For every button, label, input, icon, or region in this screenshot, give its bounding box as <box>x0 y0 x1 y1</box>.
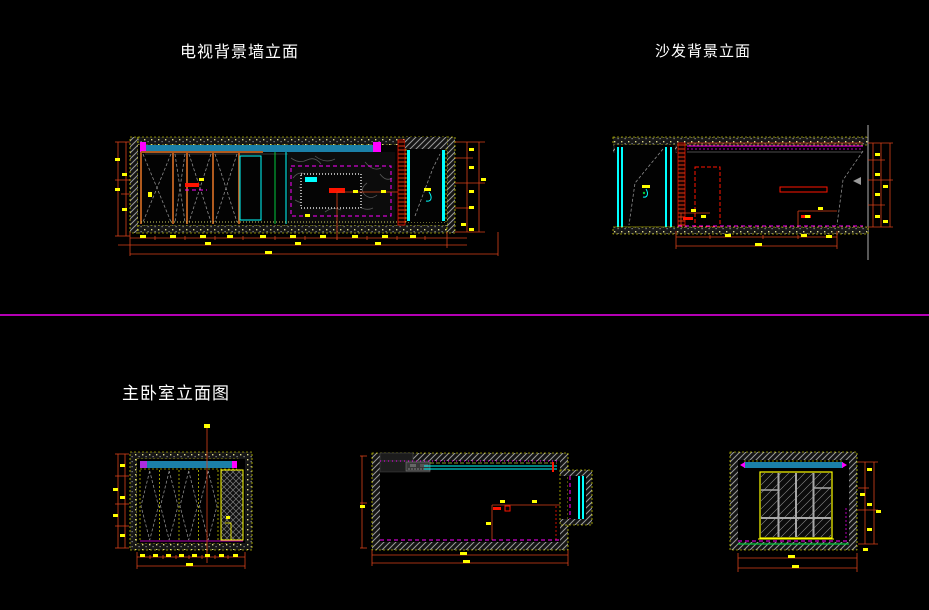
tv-dim-bottom[interactable] <box>118 232 499 256</box>
sofa-dim-bottom[interactable] <box>675 231 838 249</box>
sofa-door[interactable] <box>615 145 675 229</box>
sofa-leader-right[interactable] <box>797 207 837 227</box>
tv-shelf-detail <box>329 188 345 193</box>
sofa-floor-hatch <box>613 227 868 234</box>
bedwall-step-leader[interactable] <box>486 500 560 540</box>
tv-door[interactable] <box>405 137 447 222</box>
sofa-dim-right[interactable] <box>868 142 893 228</box>
sofa-ceiling-hatch <box>613 137 868 145</box>
view-title-sofa-wall[interactable]: 沙发背景立面 <box>655 42 752 60</box>
sofa-wall-elevation-view[interactable] <box>612 125 893 260</box>
sofa-arrow-marker <box>853 177 861 185</box>
wardrobe-dim-bottom[interactable] <box>136 552 246 569</box>
view-title-master-bedroom[interactable]: 主卧室立面图 <box>122 384 230 404</box>
tv-stone-feature-wall[interactable] <box>288 152 405 240</box>
bedwall-window-reveal[interactable] <box>559 469 593 526</box>
bedwall-dim-left[interactable] <box>360 455 367 549</box>
sofa-cabinet-dashed-outline[interactable] <box>694 166 721 228</box>
tv-wardrobe-doors[interactable] <box>140 151 263 224</box>
tv-mirror-panel[interactable] <box>239 155 262 221</box>
wardrobe-mirror-panel[interactable] <box>220 469 244 541</box>
tv-door-handle <box>424 188 431 191</box>
windowwall-hatch-border <box>729 451 858 551</box>
wardrobe-dim-left[interactable] <box>113 453 129 549</box>
windowwall-dim-bottom[interactable] <box>737 553 858 572</box>
tv-wardrobe-handle-detail <box>185 183 199 187</box>
wardrobe-doors[interactable] <box>139 470 219 541</box>
tv-dim-right[interactable] <box>455 141 486 233</box>
windowwall-cove-bar[interactable] <box>740 460 847 468</box>
windowwall-dim-right[interactable] <box>858 461 881 551</box>
sofa-wall-cut-strip <box>677 142 686 230</box>
sofa-leader-left[interactable] <box>680 209 710 227</box>
tv-set-symbol <box>305 177 317 182</box>
sofa-door-handle <box>642 185 650 188</box>
wardrobe-cove-bar[interactable] <box>140 461 237 470</box>
window-frame[interactable] <box>758 471 834 540</box>
bedwall-dim-bottom[interactable] <box>371 550 569 566</box>
bedwall-ceiling-detail <box>379 460 560 473</box>
section-divider-line[interactable] <box>0 314 929 316</box>
sofa-ceiling-moulding <box>687 142 863 153</box>
tv-dim-left[interactable] <box>115 141 130 237</box>
wardrobe-center-axis[interactable] <box>204 424 210 563</box>
sofa-curtain-dashed-line <box>836 150 864 226</box>
bedroom-bed-wall-elevation-view[interactable] <box>360 452 593 566</box>
sofa-artwork-frame[interactable] <box>779 186 828 193</box>
view-title-tv-wall[interactable]: 电视背景墙立面 <box>180 42 300 61</box>
tv-wall-cut-strip <box>397 139 406 226</box>
bedroom-wardrobe-elevation-view[interactable] <box>113 424 253 569</box>
bedroom-window-wall-elevation-view[interactable] <box>729 451 881 572</box>
tv-wall-elevation-view[interactable] <box>115 136 499 256</box>
